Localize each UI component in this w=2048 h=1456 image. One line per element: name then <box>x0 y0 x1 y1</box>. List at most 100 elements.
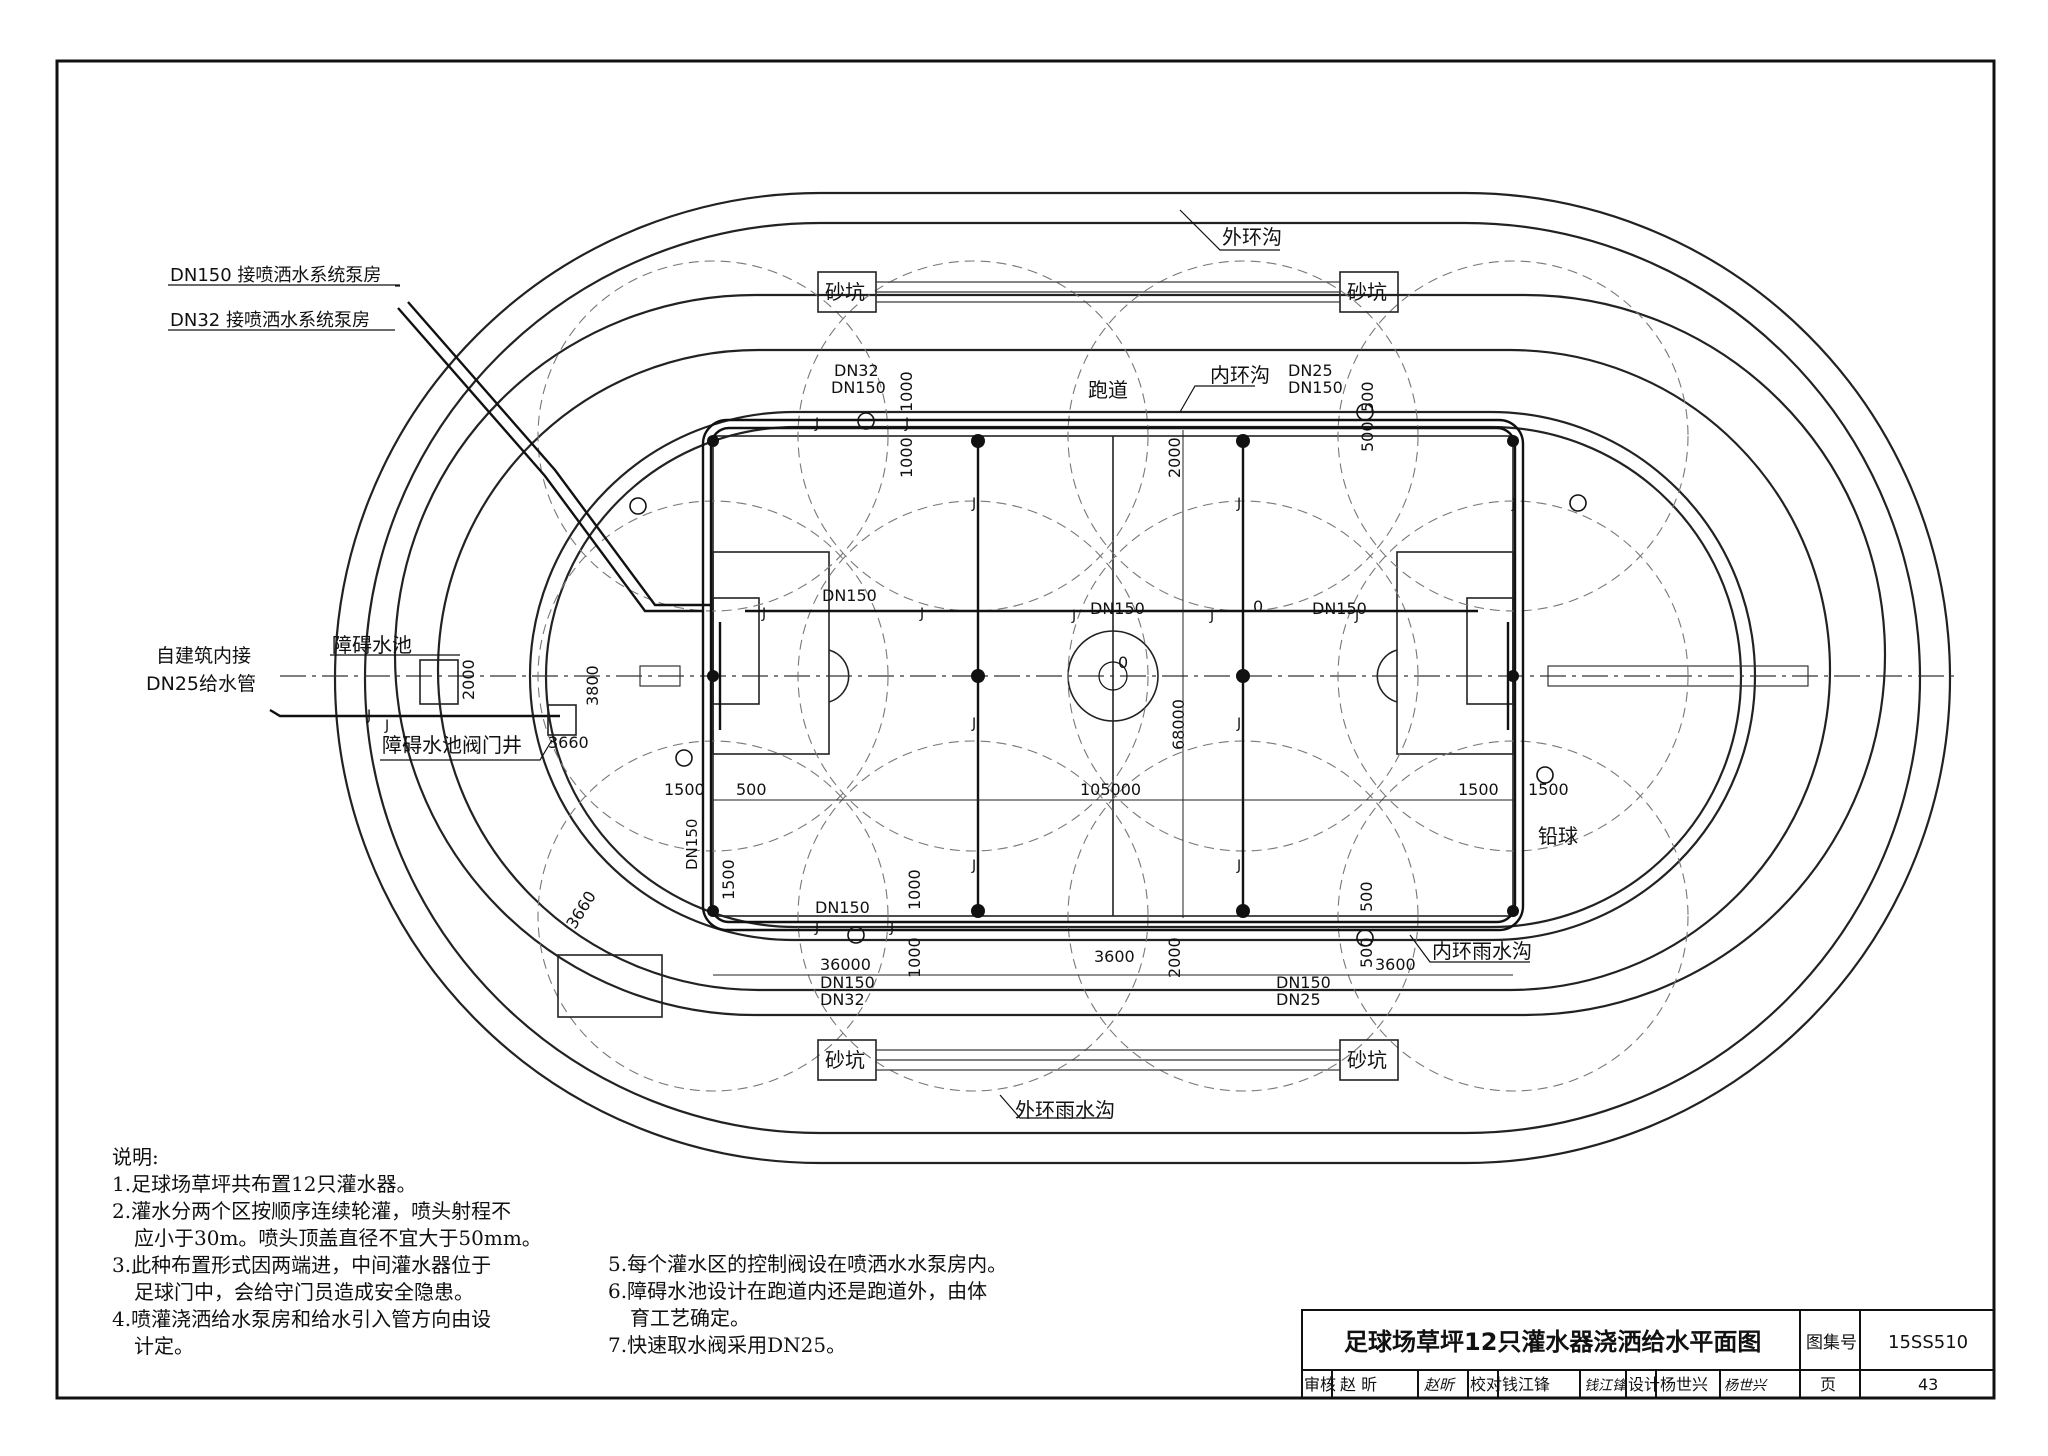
pipe-label-dn25-b2: DN25 <box>1276 990 1321 1009</box>
label-inner-ditch: 内环沟 <box>1210 363 1270 387</box>
svg-text:2000: 2000 <box>459 659 478 700</box>
note-4a: 4.喷灌浇洒给水泵房和给水引入管方向由设 <box>112 1307 492 1331</box>
note-5: 5.每个灌水区的控制阀设在喷洒水水泵房内。 <box>608 1252 1008 1276</box>
review-label: 审核 <box>1304 1375 1336 1394</box>
pipe-label-dn150-main-c: DN150 <box>1090 599 1145 618</box>
atlas-label: 图集号 <box>1806 1333 1857 1353</box>
note-3b: 足球门中，会给守门员造成安全隐患。 <box>134 1280 474 1304</box>
pipe-label-dn150-main-r: DN150 <box>1312 599 1367 618</box>
label-sand-pit-tr: 砂坑 <box>1347 280 1387 304</box>
svg-text:105000: 105000 <box>1080 780 1141 799</box>
reviewer-name: 赵 昕 <box>1340 1375 1377 1394</box>
svg-text:1500: 1500 <box>719 859 738 900</box>
svg-text:J: J <box>889 920 894 936</box>
svg-text:J: J <box>971 716 976 732</box>
dimension-text: 1000 1000 2000 500 500 68000 2000 3800 3… <box>459 371 1569 978</box>
svg-text:1500: 1500 <box>664 780 705 799</box>
note-7: 7.快速取水阀采用DN25。 <box>608 1333 847 1357</box>
pipe-label-dn150-main-l: DN150 <box>822 586 877 605</box>
label-outer-rain-ditch: 外环雨水沟 <box>1015 1098 1115 1122</box>
obstacle-pool <box>419 659 663 1018</box>
pipe-label-dn25-top: DN25 <box>1288 361 1333 380</box>
quick-valves <box>629 403 1587 947</box>
pipe-label-dn150-side: DN150 <box>683 819 701 870</box>
drawing-title: 足球场草坪12只灌水器浇洒给水平面图 <box>1344 1328 1761 1356</box>
j-markers: J J J J J J J J J J J J J J J J J J <box>366 416 1516 936</box>
svg-text:3600: 3600 <box>1375 955 1416 974</box>
label-inlet-line2: DN25给水管 <box>146 673 256 695</box>
checker-signature: 钱江锋 <box>1584 1378 1628 1394</box>
pipe-label-dn150-top-r: DN150 <box>1288 378 1343 397</box>
svg-text:500: 500 <box>1358 381 1377 412</box>
axis-bar-left <box>639 665 681 687</box>
pipe-label-dn150-top: DN150 <box>831 378 886 397</box>
title-block <box>1301 1309 1995 1399</box>
svg-text:J: J <box>814 920 819 936</box>
note-6b: 育工艺确定。 <box>630 1306 750 1330</box>
svg-text:J: J <box>919 606 924 622</box>
svg-text:3800: 3800 <box>583 665 602 706</box>
svg-text:1500: 1500 <box>1458 780 1499 799</box>
pipe-label-zero-top: 0 <box>1253 597 1263 616</box>
label-track: 跑道 <box>1088 378 1128 402</box>
label-sand-pit-tl: 砂坑 <box>825 280 865 304</box>
notes-right: 5.每个灌水区的控制阀设在喷洒水水泵房内。 6.障碍水池设计在跑道内还是跑道外，… <box>608 1251 1007 1359</box>
designer-name: 杨世兴 <box>1660 1375 1708 1394</box>
svg-text:J: J <box>904 416 909 432</box>
label-sand-pit-br: 砂坑 <box>1347 1048 1387 1072</box>
svg-text:1000: 1000 <box>897 437 916 478</box>
label-pipe-dn150-pump: DN150 接喷洒水系统泵房 <box>170 265 381 286</box>
note-4b: 计定。 <box>134 1334 194 1358</box>
pipe-label-zero-centre: 0 <box>1118 653 1128 672</box>
pipe-label-dn32-b1: DN32 <box>820 990 865 1009</box>
svg-text:68000: 68000 <box>1169 699 1188 750</box>
pipe-label-dn150-b2: DN150 <box>1276 973 1331 992</box>
label-inlet-line1: 自建筑内接 <box>156 645 251 667</box>
notes-left: 说明: 1.足球场草坪共布置12只灌水器。 2.灌水分两个区按顺序连续轮灌，喷头… <box>112 1144 542 1360</box>
svg-text:J: J <box>1354 608 1359 624</box>
svg-text:36000: 36000 <box>820 955 871 974</box>
label-pool: 障碍水池 <box>332 633 412 657</box>
note-2b: 应小于30m。喷头顶盖直径不宜大于50mm。 <box>134 1226 542 1250</box>
svg-text:J: J <box>1071 608 1076 624</box>
page-number: 43 <box>1918 1375 1938 1394</box>
notes-heading: 说明: <box>112 1145 159 1169</box>
reviewer-signature: 赵昕 <box>1424 1376 1456 1394</box>
svg-text:3660: 3660 <box>548 733 589 752</box>
note-2a: 2.灌水分两个区按顺序连续轮灌，喷头射程不 <box>112 1199 512 1223</box>
label-shot-put: 铅球 <box>1538 824 1578 848</box>
svg-text:J: J <box>761 606 766 622</box>
dimension-lines <box>713 430 1513 976</box>
sprinkler-heads <box>707 434 1519 918</box>
svg-text:J: J <box>384 718 389 734</box>
check-label: 校对 <box>1470 1375 1502 1394</box>
designer-signature: 杨世兴 <box>1724 1378 1768 1394</box>
jump-runways <box>875 281 1341 1071</box>
svg-text:3660: 3660 <box>562 888 600 933</box>
svg-text:3600: 3600 <box>1094 947 1135 966</box>
svg-text:J: J <box>1236 496 1241 512</box>
svg-text:J: J <box>971 496 976 512</box>
note-3a: 3.此种布置形式因两端进，中间灌水器位于 <box>112 1253 492 1277</box>
pipe-label-dn150-b1: DN150 <box>820 973 875 992</box>
label-pool-valve-well: 障碍水池阀门井 <box>382 733 522 757</box>
pipe-label-dn150-bottom: DN150 <box>815 898 870 917</box>
svg-text:1500: 1500 <box>1528 780 1569 799</box>
label-outer-ditch: 外环沟 <box>1222 225 1282 249</box>
svg-text:2000: 2000 <box>1165 937 1184 978</box>
svg-text:500: 500 <box>1357 937 1376 968</box>
svg-text:J: J <box>366 708 371 724</box>
svg-text:500: 500 <box>736 780 767 799</box>
label-sand-pit-bl: 砂坑 <box>825 1048 865 1072</box>
design-label: 设计 <box>1628 1375 1660 1394</box>
svg-text:1000: 1000 <box>905 937 924 978</box>
page-label: 页 <box>1820 1375 1836 1394</box>
note-1: 1.足球场草坪共布置12只灌水器。 <box>112 1172 417 1196</box>
svg-text:2000: 2000 <box>1165 437 1184 478</box>
centre-spot-ring <box>1098 661 1128 691</box>
svg-text:J: J <box>1511 496 1516 512</box>
svg-text:J: J <box>1236 858 1241 874</box>
atlas-number: 15SS510 <box>1888 1332 1968 1353</box>
svg-text:J: J <box>1209 608 1214 624</box>
